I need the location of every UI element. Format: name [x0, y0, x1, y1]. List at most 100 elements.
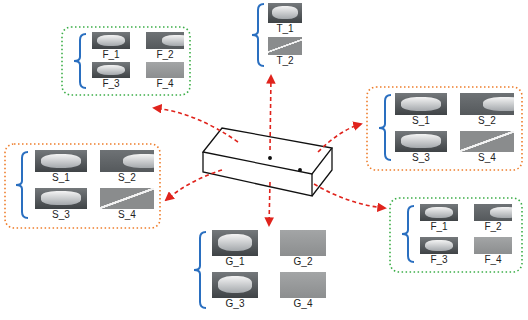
car-shape: [218, 276, 253, 293]
image-thumbnail: F_4: [473, 237, 513, 266]
car-shape: [123, 154, 154, 169]
image-caption: S_4: [459, 152, 515, 164]
car-shape: [218, 234, 253, 251]
photo: [280, 230, 326, 256]
car-shape: [401, 97, 441, 112]
image-caption: S_2: [99, 172, 155, 184]
center-dot: [269, 157, 272, 160]
car-shape: [490, 207, 512, 218]
photo: [460, 93, 514, 115]
photo: [35, 150, 87, 172]
car-shape: [272, 6, 298, 19]
photo: [474, 237, 512, 254]
image-caption: F_1: [419, 221, 459, 233]
cuboid-face: [203, 152, 312, 196]
photo: [420, 237, 458, 254]
curly-brace: [16, 152, 28, 218]
car-shape: [41, 191, 81, 205]
photo: [474, 204, 512, 221]
curly-brace: [74, 34, 86, 88]
image-thumbnail: G_1: [211, 230, 259, 268]
image-thumbnail: F_2: [473, 204, 513, 233]
image-thumbnail: S_2: [459, 93, 515, 127]
image-thumbnail: T_2: [267, 37, 303, 67]
view-arrow: [154, 108, 238, 142]
photo: [460, 131, 514, 152]
image-caption: F_2: [473, 221, 513, 233]
view-arrow: [166, 170, 222, 200]
image-caption: G_1: [211, 256, 259, 268]
photo: [146, 32, 184, 49]
image-thumbnail: F_3: [419, 237, 459, 266]
image-caption: S_1: [394, 115, 448, 127]
photo: [420, 204, 458, 221]
photo: [268, 37, 302, 55]
photo: [268, 3, 302, 23]
image-caption: T_2: [267, 55, 303, 67]
car-shape: [97, 35, 126, 46]
car-shape: [162, 35, 184, 46]
image-thumbnail: S_1: [34, 150, 88, 184]
photo: [100, 150, 154, 172]
image-thumbnail: S_4: [459, 131, 515, 164]
image-caption: S_1: [34, 172, 88, 184]
cuboid: [203, 128, 332, 196]
photo: [280, 272, 326, 298]
photo: [212, 272, 258, 298]
image-caption: G_4: [279, 298, 327, 310]
image-thumbnail: T_1: [267, 3, 303, 35]
photo: [35, 188, 87, 209]
view-arrow: [314, 184, 385, 208]
car-shape: [41, 154, 81, 169]
image-caption: S_3: [394, 152, 448, 164]
image-caption: F_2: [145, 49, 185, 61]
view-arrows: [154, 76, 385, 225]
image-thumbnail: F_1: [419, 204, 459, 233]
view-arrow: [318, 124, 361, 152]
view-arrow: [270, 76, 271, 150]
curly-brace: [379, 95, 391, 160]
image-caption: F_4: [145, 78, 185, 90]
image-caption: S_2: [459, 115, 515, 127]
curly-brace: [402, 206, 414, 262]
image-thumbnail: G_4: [279, 272, 327, 310]
curly-brace: [252, 4, 264, 66]
image-thumbnail: F_2: [145, 32, 185, 61]
image-caption: F_3: [91, 78, 131, 90]
image-thumbnail: F_3: [91, 62, 131, 90]
view-arrow: [269, 182, 270, 225]
image-caption: T_1: [267, 23, 303, 35]
photo: [395, 93, 447, 115]
image-caption: F_3: [419, 254, 459, 266]
car-shape: [425, 240, 454, 251]
car-shape: [425, 207, 454, 218]
image-thumbnail: S_2: [99, 150, 155, 184]
image-thumbnail: S_1: [394, 93, 448, 127]
braces: [16, 4, 414, 308]
photo: [395, 131, 447, 152]
center-dot: [299, 169, 302, 172]
image-thumbnail: G_3: [211, 272, 259, 310]
image-thumbnail: S_3: [394, 131, 448, 164]
curly-brace: [194, 232, 206, 308]
photo: [92, 32, 130, 49]
image-thumbnail: F_1: [91, 32, 131, 61]
image-caption: F_1: [91, 49, 131, 61]
image-thumbnail: S_3: [34, 188, 88, 221]
photo: [92, 62, 130, 78]
car-shape: [401, 134, 441, 148]
photo: [212, 230, 258, 256]
image-thumbnail: G_2: [279, 230, 327, 268]
group-frame: [390, 198, 522, 272]
photo: [146, 62, 184, 78]
image-caption: G_3: [211, 298, 259, 310]
image-caption: G_2: [279, 256, 327, 268]
image-caption: S_4: [99, 209, 155, 221]
car-shape: [483, 97, 514, 112]
photo: [100, 188, 154, 209]
car-shape: [97, 65, 126, 76]
image-thumbnail: F_4: [145, 62, 185, 90]
image-caption: S_3: [34, 209, 88, 221]
